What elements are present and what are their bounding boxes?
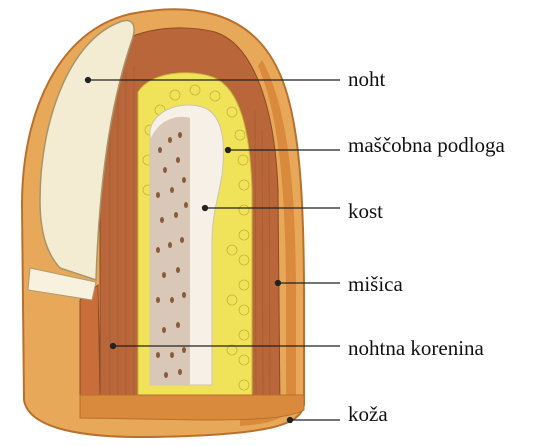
label-nail: noht (348, 69, 385, 90)
nail-root (80, 285, 100, 395)
label-bone: kost (348, 201, 383, 222)
bone-marrow (150, 117, 190, 385)
label-skin: koža (348, 404, 388, 425)
skin-bottom-band (80, 395, 304, 420)
label-nail-root: nohtna korenina (348, 338, 484, 359)
label-muscle: mišica (348, 274, 403, 295)
label-fat-pad: maščobna podloga (348, 135, 505, 156)
